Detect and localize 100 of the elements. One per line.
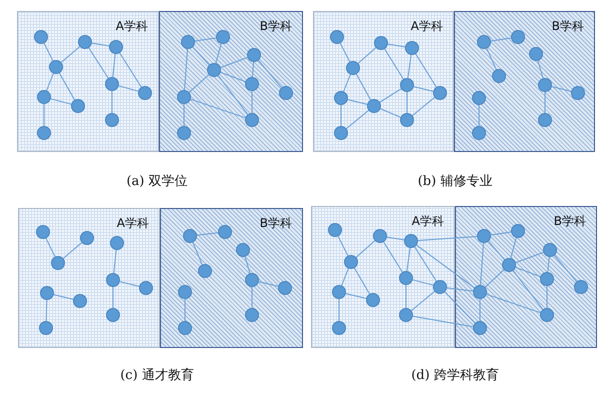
subject-title: A学科	[412, 213, 444, 230]
connector-line	[490, 232, 512, 236]
panel-caption: (b) 辅修专业	[418, 173, 492, 190]
connector-line	[192, 46, 210, 66]
connector-line	[407, 54, 412, 79]
network-node-circle	[472, 126, 486, 140]
connector-line	[416, 244, 475, 288]
connector-line	[347, 99, 368, 105]
subject-area-panel	[311, 206, 455, 348]
connector-line	[258, 281, 279, 287]
subject-title: A学科	[116, 18, 148, 35]
connector-line	[190, 98, 246, 118]
connector-line	[412, 96, 436, 116]
subject-area-panel	[159, 11, 303, 152]
network-node-circle	[236, 242, 250, 256]
connector-line	[387, 44, 406, 48]
connector-line	[343, 74, 351, 92]
network-node-circle	[510, 30, 524, 44]
network-node-circle	[330, 30, 344, 44]
connector-line	[510, 237, 517, 259]
connector-line	[194, 38, 217, 42]
connector-line	[551, 86, 572, 92]
connector-line	[88, 47, 109, 79]
connector-line	[512, 270, 544, 310]
connector-line	[44, 42, 54, 62]
connector-line	[538, 60, 544, 79]
network-node-circle	[538, 112, 552, 126]
connector-line	[196, 232, 218, 236]
network-node-circle	[346, 60, 360, 74]
connector-line	[356, 74, 372, 100]
network-node-circle	[244, 308, 258, 322]
connector-line	[62, 242, 82, 259]
connector-line	[354, 268, 370, 294]
connector-line	[118, 85, 139, 92]
network-node-circle	[404, 234, 418, 248]
network-node-circle	[476, 228, 490, 242]
network-node-circle	[400, 78, 414, 92]
connector-line	[415, 53, 437, 88]
network-node-circle	[540, 272, 554, 286]
network-node-circle	[40, 286, 54, 300]
network-node-circle	[178, 284, 192, 298]
network-node-circle	[216, 30, 230, 44]
connector-line	[345, 293, 367, 299]
network-node-circle	[570, 86, 584, 100]
connector-line	[60, 46, 80, 63]
network-node-circle	[528, 46, 542, 60]
connector-line	[380, 108, 402, 118]
connector-line	[444, 292, 476, 324]
subject-title: A学科	[116, 215, 149, 232]
network-node-circle	[246, 48, 260, 62]
connector-line	[220, 57, 248, 68]
connector-line	[480, 242, 484, 286]
network-node-circle	[328, 222, 342, 236]
network-node-circle	[400, 112, 414, 126]
network-node-circle	[72, 294, 86, 308]
network-node-circle	[106, 272, 120, 286]
connector-line	[546, 286, 548, 308]
network-node-circle	[492, 68, 506, 82]
network-node-circle	[110, 236, 124, 250]
subject-area-panel	[455, 206, 597, 348]
network-node-circle	[472, 320, 486, 334]
connector-line	[220, 72, 246, 82]
network-node-circle	[538, 78, 552, 92]
network-node-circle	[574, 280, 588, 294]
subject-area-panel	[160, 208, 303, 348]
network-node-circle	[176, 126, 190, 140]
connector-line	[119, 52, 142, 88]
network-node-circle	[542, 242, 556, 256]
connector-line	[58, 72, 76, 100]
connector-line	[413, 86, 434, 92]
subject-title: B学科	[260, 18, 292, 35]
connector-line	[184, 298, 186, 322]
network-node-circle	[472, 284, 486, 298]
connector-line	[384, 48, 404, 80]
connector-line	[383, 242, 403, 272]
connector-line	[192, 242, 203, 266]
connector-line	[544, 92, 546, 114]
network-node-circle	[176, 90, 190, 104]
network-node-circle	[182, 228, 196, 242]
network-node-circle	[80, 230, 94, 244]
network-node-circle	[502, 258, 516, 272]
connector-line	[488, 240, 505, 260]
network-node-circle	[244, 76, 258, 90]
network-node-circle	[48, 60, 62, 74]
network-node-circle	[398, 308, 412, 322]
network-node-circle	[34, 30, 48, 44]
panel-caption: (a) 双学位	[126, 173, 188, 190]
connector-line	[184, 48, 188, 90]
network-node-circle	[104, 76, 118, 90]
network-node-circle	[36, 90, 50, 104]
connector-line	[188, 74, 210, 93]
connector-line	[112, 286, 114, 308]
network-node-circle	[70, 98, 84, 112]
network-node-circle	[180, 34, 194, 48]
connector-line	[515, 266, 541, 278]
network-node-circle	[178, 320, 192, 334]
network-node-circle	[50, 256, 64, 270]
network-node-circle	[244, 272, 258, 286]
connector-line	[484, 269, 504, 288]
connector-line	[547, 256, 550, 272]
